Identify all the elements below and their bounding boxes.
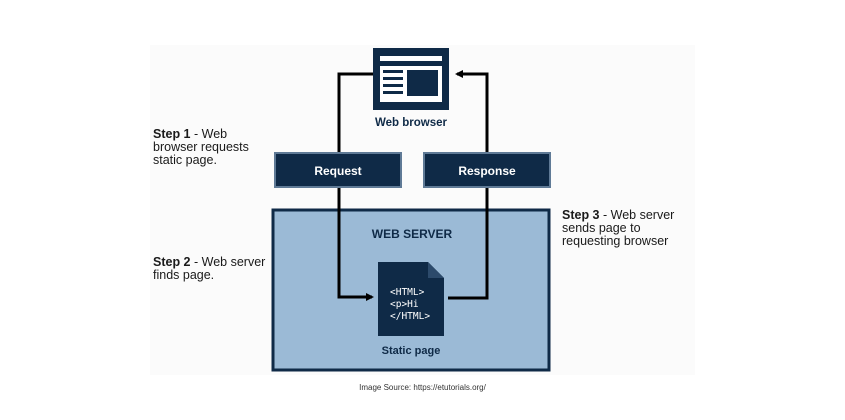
- response-label: Response: [458, 164, 516, 178]
- step-3-number: Step 3: [562, 208, 600, 222]
- code-line-1: <HTML>: [390, 287, 425, 298]
- static-page-document-icon: [378, 262, 444, 336]
- step-1-separator: -: [190, 127, 202, 141]
- step-2-number: Step 2: [153, 255, 191, 269]
- browser-icon: [373, 48, 449, 110]
- step-1-caption: Step 1 - Web browser requests static pag…: [153, 128, 273, 167]
- response-box: [423, 152, 551, 188]
- image-source-caption: Image Source: https://etutorials.org/: [359, 383, 486, 392]
- step-1-number: Step 1: [153, 127, 191, 141]
- step-2-text: Web server finds page.: [153, 255, 266, 282]
- request-label: Request: [314, 164, 361, 178]
- step-3-separator: -: [599, 208, 611, 222]
- code-line-3: </HTML>: [390, 311, 430, 322]
- browser-label: Web browser: [375, 117, 448, 129]
- step-2-caption: Step 2 - Web server finds page.: [153, 256, 273, 282]
- step-2-separator: -: [190, 255, 202, 269]
- step-3-caption: Step 3 - Web server sends page to reques…: [562, 209, 702, 248]
- web-server-label: WEB SERVER: [372, 227, 453, 241]
- step-1-text: Web browser requests static page.: [153, 127, 249, 167]
- code-line-2: <p>Hi: [390, 299, 419, 310]
- request-box: [274, 152, 402, 188]
- static-page-label: Static page: [382, 345, 441, 357]
- step-3-text: Web server sends page to requesting brow…: [562, 208, 675, 248]
